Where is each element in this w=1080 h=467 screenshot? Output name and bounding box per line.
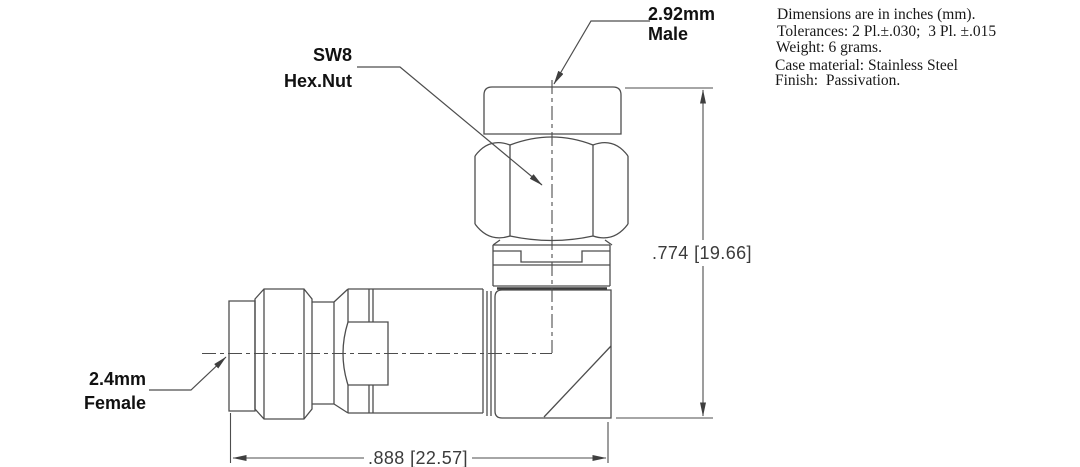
hex-nut-label: SW8 Hex.Nut xyxy=(284,45,352,91)
hexnut-label-line2: Hex.Nut xyxy=(284,71,352,91)
male-label-leader xyxy=(553,20,650,85)
elbow-block xyxy=(494,289,612,419)
height-dimension: .774 [19.66] xyxy=(616,87,752,419)
note-tolerances: Tolerances: 2 Pl.±.030; 3 Pl. ±.015 xyxy=(777,23,996,40)
female-label-line1: 2.4mm xyxy=(89,369,146,389)
block-outline xyxy=(494,289,612,419)
female-label-line2: Female xyxy=(84,393,146,413)
female-interface-cylinder xyxy=(228,300,256,412)
male-hex-sides xyxy=(474,145,629,236)
female-label-leader xyxy=(149,356,227,391)
height-extension-lines xyxy=(616,87,713,419)
block-chamfer-diagonal xyxy=(543,345,612,418)
note-case-material: Case material: Stainless Steel xyxy=(775,57,958,74)
hexnut-label-line1: SW8 xyxy=(313,45,352,65)
male-cap xyxy=(483,86,622,135)
width-extension-lines xyxy=(229,413,609,463)
width-dimension-text: .888 [22.57] xyxy=(368,448,468,467)
spec-notes: Dimensions are in inches (mm). Tolerance… xyxy=(775,6,996,89)
note-finish: Finish: Passivation. xyxy=(775,72,900,89)
female-connector-label: 2.4mm Female xyxy=(84,369,146,413)
male-label-line1: 2.92mm xyxy=(648,4,715,24)
note-weight: Weight: 6 grams. xyxy=(776,39,882,56)
note-dimensions: Dimensions are in inches (mm). xyxy=(777,6,975,23)
male-label-line2: Male xyxy=(648,24,688,44)
hexnut-label-leader xyxy=(357,66,543,186)
female-barrel xyxy=(347,288,484,414)
width-dimension: .888 [22.57] xyxy=(229,413,609,467)
male-connector-label: 2.92mm Male xyxy=(648,4,715,44)
height-dimension-text: .774 [19.66] xyxy=(652,243,752,263)
